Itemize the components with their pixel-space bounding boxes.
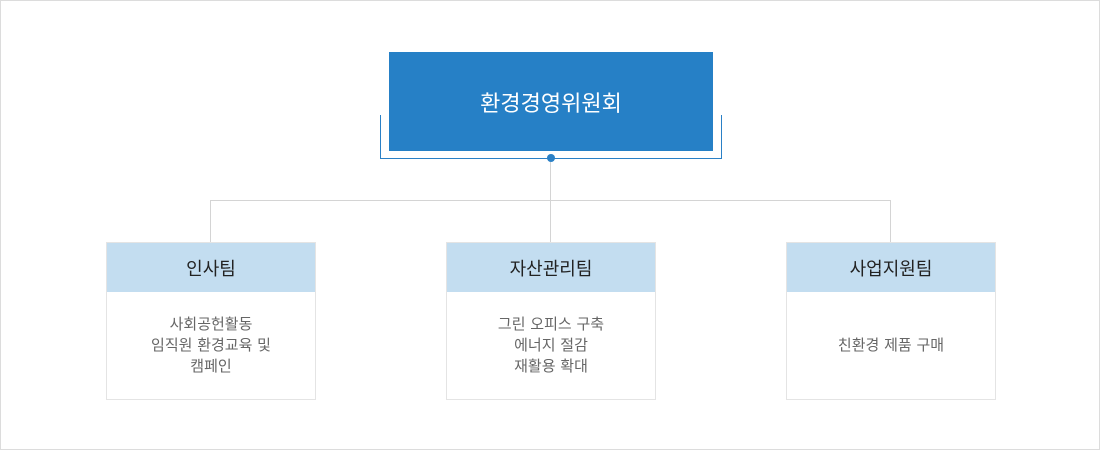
connector-drop-right — [890, 200, 891, 242]
team-name: 인사팀 — [186, 258, 236, 280]
team-box-business-support: 사업지원팀 친환경 제품 구매 — [786, 242, 996, 400]
committee-box: 환경경영위원회 — [389, 52, 713, 151]
team-tasks: 사회공헌활동 임직원 환경교육 및 캠페인 — [107, 292, 315, 399]
team-task: 캠페인 — [190, 357, 232, 375]
team-task: 에너지 절감 — [514, 336, 588, 354]
team-box-hr: 인사팀 사회공헌활동 임직원 환경교육 및 캠페인 — [106, 242, 316, 400]
team-tasks: 친환경 제품 구매 — [787, 292, 995, 399]
team-box-asset: 자산관리팀 그린 오피스 구축 에너지 절감 재활용 확대 — [446, 242, 656, 400]
connector-dot — [547, 154, 555, 162]
team-task: 친환경 제품 구매 — [837, 336, 945, 354]
team-tasks: 그린 오피스 구축 에너지 절감 재활용 확대 — [447, 292, 655, 399]
team-task: 사회공헌활동 — [169, 315, 253, 333]
team-task: 임직원 환경교육 및 — [151, 336, 271, 354]
team-task: 재활용 확대 — [514, 357, 588, 375]
team-name: 자산관리팀 — [509, 258, 593, 280]
connector-trunk — [550, 162, 551, 200]
team-header: 사업지원팀 — [787, 243, 995, 292]
team-header: 자산관리팀 — [447, 243, 655, 292]
team-task: 그린 오피스 구축 — [497, 315, 605, 333]
team-name: 사업지원팀 — [849, 258, 933, 280]
connector-drop-left — [210, 200, 211, 242]
connector-drop-center — [550, 200, 551, 242]
committee-title: 환경경영위원회 — [480, 91, 622, 117]
team-header: 인사팀 — [107, 243, 315, 292]
